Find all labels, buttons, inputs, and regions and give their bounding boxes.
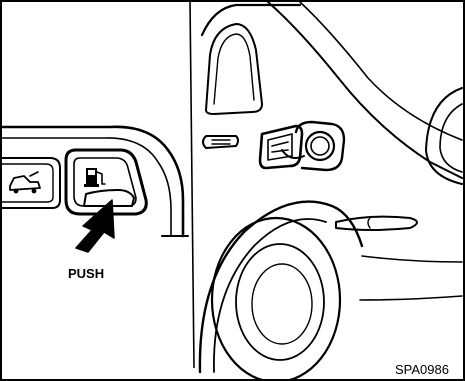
figure-code: SPA0986 <box>395 362 449 377</box>
push-label: PUSH <box>68 266 104 281</box>
